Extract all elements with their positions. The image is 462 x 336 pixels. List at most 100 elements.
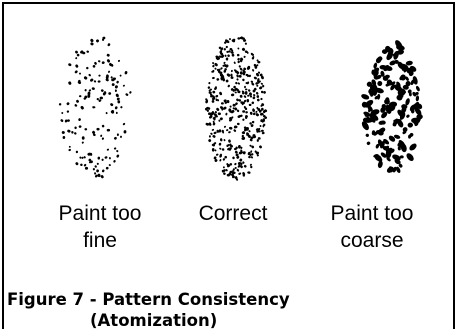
paint-droplet [117,100,120,103]
paint-droplet [263,91,266,94]
paint-droplet [106,167,109,170]
caption-line1: Figure 7 - Pattern Consistency [7,290,290,309]
spray-pattern-coarse [360,39,423,174]
paint-droplet [221,102,224,104]
paint-droplet [80,163,83,166]
paint-droplet [218,142,221,146]
paint-droplet [115,85,119,89]
paint-droplet [236,98,240,102]
paint-droplet [259,145,263,149]
paint-droplet [61,112,63,114]
paint-droplet [118,60,121,63]
paint-droplet [113,160,116,163]
paint-droplet [230,105,232,107]
paint-droplet [116,150,119,153]
paint-droplet [233,129,237,133]
paint-droplet [75,57,78,60]
paint-droplet [252,69,255,72]
paint-droplet [250,112,253,116]
paint-droplet [212,134,216,138]
paint-droplet [234,150,238,154]
caption-line2: (Atomization) [7,310,447,331]
paint-droplet [238,172,242,175]
paint-droplet [225,79,229,83]
paint-droplet [83,163,86,166]
paint-droplet [101,158,104,161]
paint-droplet [228,131,231,134]
paint-droplet [228,139,231,143]
paint-droplet [63,136,66,139]
paint-droplet [377,94,381,100]
paint-droplet [223,172,226,175]
paint-droplet [76,99,80,103]
paint-droplet [71,131,73,134]
paint-droplet [262,85,264,88]
paint-droplet [236,78,239,81]
paint-droplet [120,106,123,109]
paint-droplet [68,81,72,85]
paint-droplet [80,105,85,110]
paint-droplet [59,103,62,106]
paint-droplet [116,112,118,114]
paint-droplet [107,129,111,132]
paint-droplet [116,97,120,101]
paint-droplet [244,42,247,45]
paint-droplet [236,74,239,78]
paint-droplet [116,80,119,83]
paint-droplet [260,82,263,85]
paint-droplet [239,67,243,71]
paint-droplet [237,82,240,85]
paint-droplet [222,148,225,151]
paint-droplet [108,164,111,166]
paint-droplet [365,133,369,137]
paint-droplet [111,83,115,86]
paint-droplet [229,38,232,41]
paint-droplet [239,94,242,98]
paint-droplet [261,131,265,134]
paint-droplet [74,70,78,74]
paint-droplet [81,157,84,159]
paint-droplet [212,62,215,64]
paint-droplet [406,114,411,119]
paint-droplet [100,134,102,137]
paint-droplet [237,57,240,60]
paint-droplet [120,135,122,138]
paint-droplet [116,154,120,158]
paint-droplet [75,64,79,68]
paint-droplet [405,152,415,163]
paint-droplet [75,50,79,54]
paint-droplet [242,118,245,121]
paint-droplet [219,159,222,162]
paint-droplet [87,91,90,95]
paint-droplet [224,125,227,128]
paint-droplet [233,61,236,64]
paint-droplet [96,162,99,165]
paint-droplet [255,92,258,96]
paint-droplet [82,136,85,140]
paint-droplet [83,76,88,80]
paint-droplet [219,91,223,95]
paint-droplet [256,95,259,98]
paint-droplet [94,80,97,83]
paint-droplet [124,71,127,75]
paint-droplet [96,169,99,172]
paint-droplet [230,74,232,77]
paint-droplet [92,168,95,171]
paint-droplet [74,126,77,129]
paint-droplet [209,135,211,138]
paint-droplet [212,100,215,103]
paint-droplet [223,139,225,142]
paint-droplet [214,111,217,114]
label-correct-line1: Correct [168,200,298,227]
paint-droplet [218,119,220,121]
paint-droplet [117,133,119,136]
paint-droplet [115,89,117,92]
paint-droplet [241,131,245,134]
paint-droplet [220,106,223,108]
paint-droplet [110,76,113,79]
paint-droplet [93,65,96,68]
paint-droplet [257,98,261,102]
paint-droplet [259,125,261,127]
paint-droplet [97,157,100,160]
paint-droplet [108,70,111,73]
